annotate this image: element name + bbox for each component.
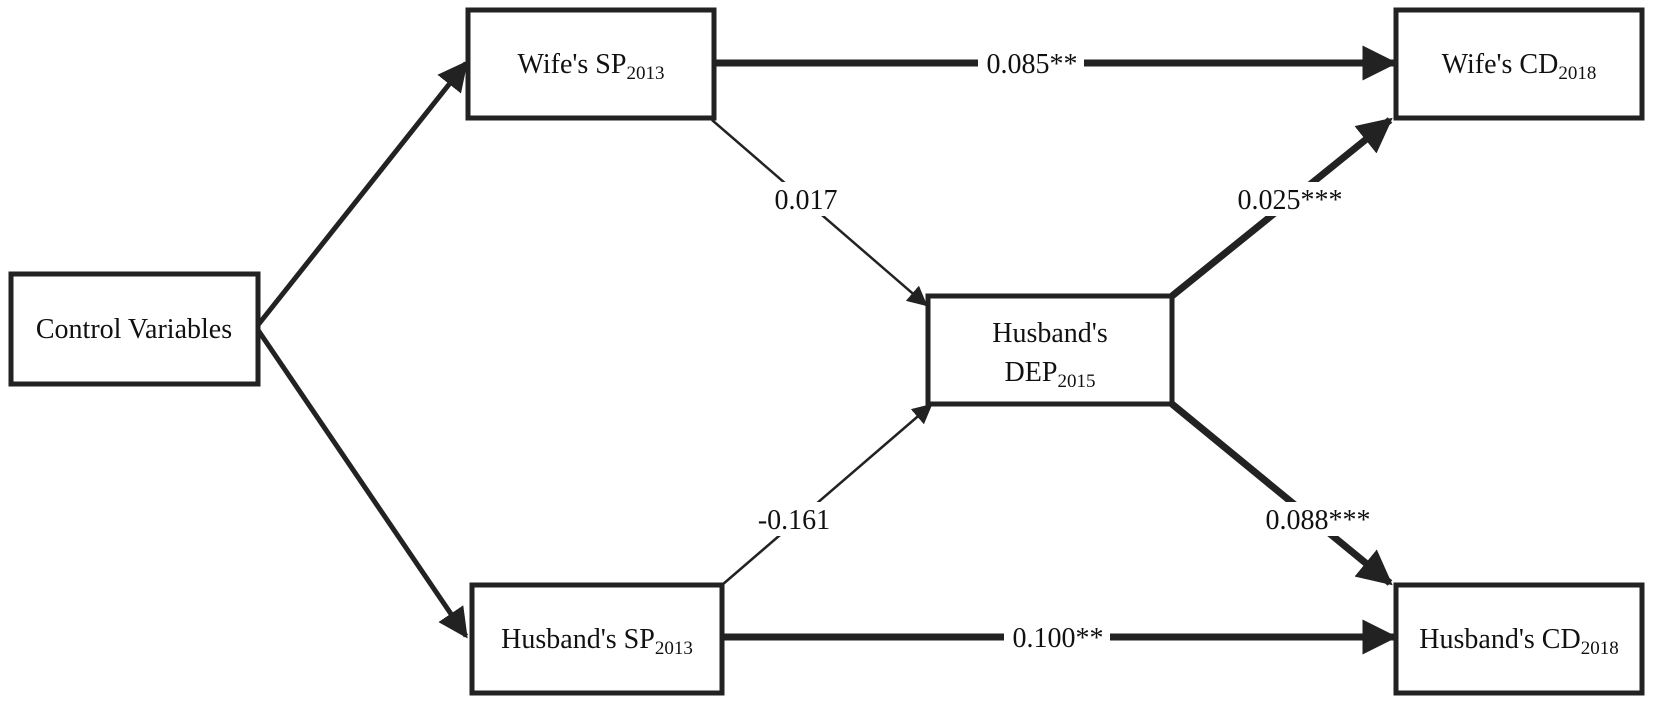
arrow-husband-sp-to-husband-dep: [721, 403, 933, 586]
node-husband-dep-line1: Husband's: [992, 318, 1108, 349]
arrow-control-to-husband-sp: [255, 328, 469, 639]
coef-wife-sp-to-wife-cd: 0.085**: [987, 49, 1078, 80]
node-husband-dep: Husband's DEP2015: [925, 293, 1175, 407]
node-husband-sp: Husband's SP2013: [469, 582, 725, 696]
node-wife-sp-label: Wife's SP2013: [518, 49, 665, 84]
node-wife-sp: Wife's SP2013: [465, 7, 717, 121]
coef-husband-dep-to-wife-cd: 0.025***: [1238, 185, 1343, 216]
arrow-husband-dep-to-husband-cd: [1169, 401, 1393, 586]
coef-wife-sp-to-husband-dep: 0.017: [775, 185, 838, 216]
coef-husband-sp-to-husband-cd: 0.100**: [1013, 623, 1104, 654]
node-husband-cd-label: Husband's CD2018: [1419, 624, 1618, 659]
node-wife-cd: Wife's CD2018: [1393, 7, 1645, 121]
node-control-variables: Control Variables: [8, 271, 261, 387]
node-husband-dep-label: DEP2015: [1005, 357, 1096, 392]
node-husband-sp-label: Husband's SP2013: [501, 624, 693, 659]
arrow-control-to-wife-sp: [256, 60, 468, 327]
coef-husband-dep-to-husband-cd: 0.088***: [1266, 505, 1371, 536]
node-husband-cd: Husband's CD2018: [1393, 582, 1645, 696]
node-control-variables-label: Control Variables: [36, 314, 232, 345]
coef-husband-sp-to-husband-dep: -0.161: [758, 505, 830, 536]
node-wife-cd-label: Wife's CD2018: [1442, 49, 1597, 84]
